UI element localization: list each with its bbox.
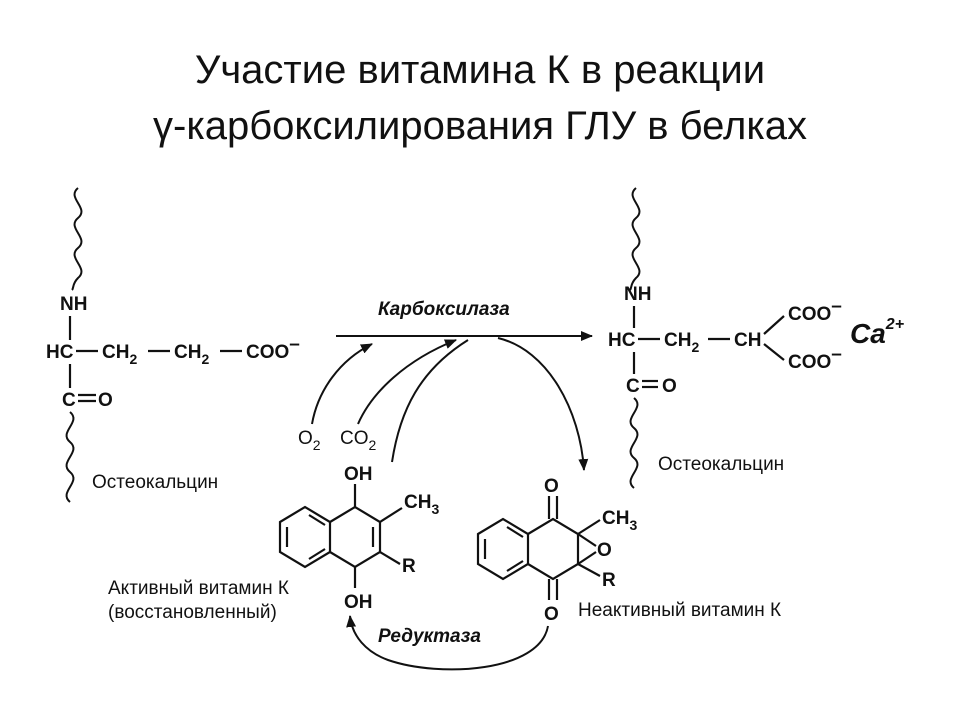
inactive-bond-r bbox=[577, 563, 601, 577]
left-o: O bbox=[98, 390, 113, 411]
left-ch2-a: CH2 bbox=[102, 342, 137, 367]
right-chain-top-wavy bbox=[629, 187, 641, 291]
inactive-vitamin-k-structure: O CH3 O R O bbox=[476, 476, 637, 625]
active-vitamin-label-1: Активный витамин К bbox=[108, 578, 289, 599]
right-chain-bottom-wavy bbox=[629, 397, 639, 489]
left-hc: HC bbox=[46, 342, 74, 363]
title-line-2: γ-карбоксилирования ГЛУ в белках bbox=[153, 104, 807, 148]
right-ch: CH bbox=[734, 330, 761, 351]
inactive-benzene-inner-3 bbox=[506, 560, 524, 572]
active-vitamin-k-structure: OH CH3 R OH bbox=[278, 464, 439, 613]
o2-arrow bbox=[311, 343, 373, 425]
right-o: O bbox=[662, 376, 677, 397]
right-protein-label: Остеокальцин bbox=[658, 454, 784, 475]
inactive-o-bottom: O bbox=[544, 604, 559, 625]
calcium-ion: Ca2+ bbox=[850, 316, 904, 349]
inactive-vitamin-label: Неактивный витамин К bbox=[578, 600, 781, 621]
inactive-r: R bbox=[602, 570, 616, 591]
to-inactive-arrow bbox=[497, 337, 589, 471]
o2-label: O2 bbox=[298, 428, 321, 453]
inactive-bond-ch3 bbox=[577, 519, 601, 535]
active-vitk-up-arrow bbox=[391, 339, 469, 463]
active-r: R bbox=[402, 556, 416, 577]
left-coo: COO– bbox=[246, 334, 300, 363]
inactive-epoxide-bond-1 bbox=[577, 533, 597, 547]
inactive-o-epoxide: O bbox=[597, 540, 612, 561]
active-ch3: CH3 bbox=[404, 492, 439, 517]
active-second-ring bbox=[329, 505, 382, 569]
inactive-second-ring bbox=[527, 517, 580, 581]
right-bond-ch-coo2 bbox=[763, 343, 785, 361]
left-chain-bottom-wavy bbox=[65, 411, 75, 503]
right-nh: NH bbox=[624, 284, 651, 305]
active-benzene-inner-2 bbox=[308, 514, 326, 526]
reductase-arrow bbox=[346, 615, 549, 671]
active-benzene-inner-3 bbox=[308, 548, 326, 560]
right-hc: HC bbox=[608, 330, 636, 351]
right-coo2: COO– bbox=[788, 344, 842, 373]
left-c: C bbox=[62, 390, 76, 411]
title-line-1: Участие витамина К в реакции bbox=[194, 48, 766, 92]
inactive-ch3: CH3 bbox=[602, 508, 637, 533]
right-c: C bbox=[626, 376, 640, 397]
reductase-label: Редуктаза bbox=[378, 626, 481, 647]
right-gla-residue: NH HC CH2 CH COO– COO– Ca2+ C O Остеокал… bbox=[608, 187, 904, 489]
co2-label: CO2 bbox=[340, 428, 377, 453]
co2-arrow bbox=[357, 339, 457, 425]
inactive-benzene-inner-2 bbox=[506, 526, 524, 538]
page-title: Участие витамина К в реакции γ-карбоксил… bbox=[0, 42, 960, 154]
active-bond-ch3 bbox=[379, 507, 403, 523]
inactive-epoxide-bond-2 bbox=[577, 551, 597, 565]
active-bond-r bbox=[379, 551, 401, 565]
inactive-o-top: O bbox=[544, 476, 559, 497]
left-glu-residue: NH HC CH2 CH2 COO– C O Остеокальцин bbox=[46, 187, 300, 503]
right-ch2: CH2 bbox=[664, 330, 699, 355]
right-coo1: COO– bbox=[788, 296, 842, 325]
active-vitamin-label-2: (восстановленный) bbox=[108, 602, 277, 623]
left-nh: NH bbox=[60, 294, 87, 315]
active-oh-bottom: OH bbox=[344, 592, 373, 613]
left-ch2-b: CH2 bbox=[174, 342, 209, 367]
left-chain-top-wavy bbox=[71, 187, 83, 291]
active-oh-top: OH bbox=[344, 464, 373, 485]
carboxylase-label: Карбоксилаза bbox=[378, 299, 510, 320]
left-protein-label: Остеокальцин bbox=[92, 472, 218, 493]
right-bond-ch-coo1 bbox=[763, 315, 785, 335]
